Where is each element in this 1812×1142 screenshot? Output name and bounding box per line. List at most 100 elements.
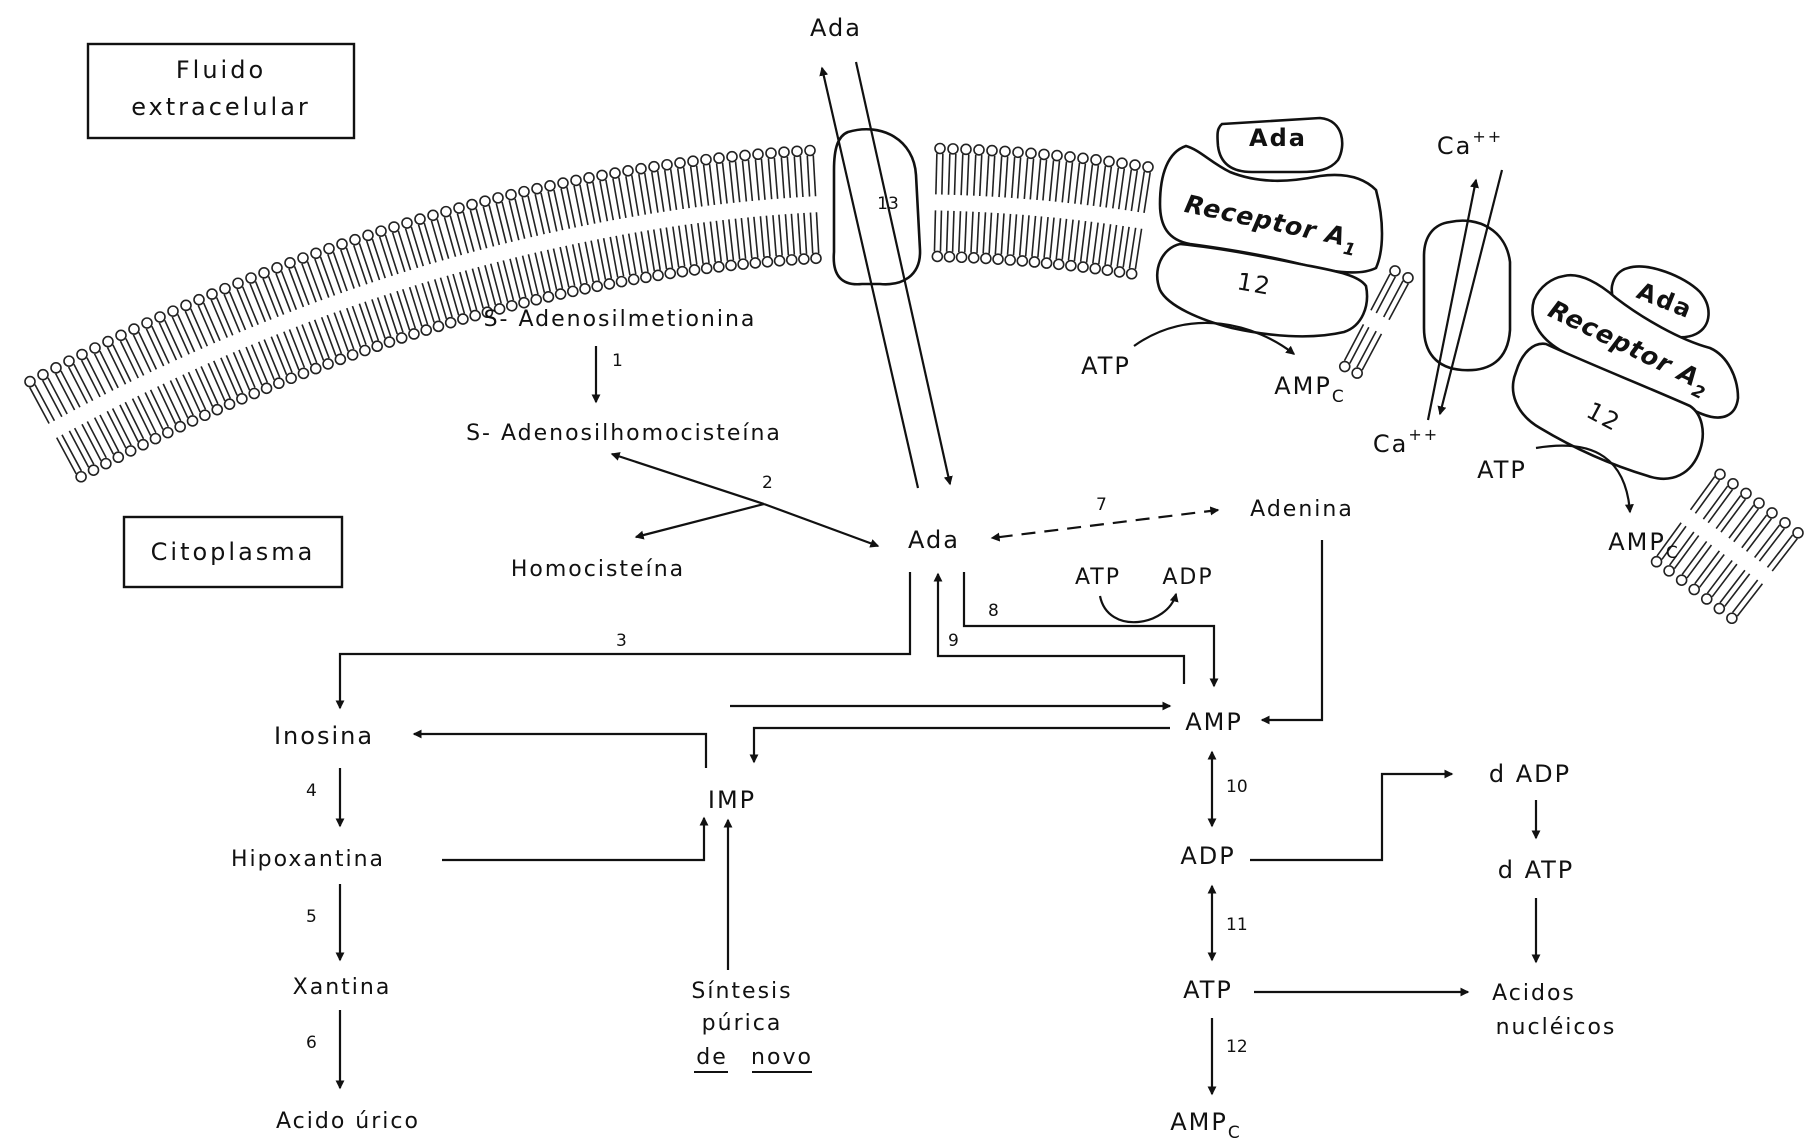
lipid-tail — [800, 156, 803, 197]
lipid-tail — [1099, 223, 1104, 264]
lipid-head — [168, 306, 178, 316]
lipid-head — [1715, 469, 1725, 479]
lipid-head — [389, 222, 399, 232]
lipid-head — [677, 267, 687, 277]
de-novo-novo: novo — [751, 1045, 813, 1070]
lipid-tail — [1725, 574, 1750, 607]
lipid-tail — [1050, 218, 1054, 259]
lipid-head — [1054, 259, 1064, 269]
lipid-tail — [940, 211, 941, 252]
lipid-head — [360, 345, 370, 355]
lipid-tail — [1759, 529, 1784, 562]
lipid-tail — [422, 283, 434, 322]
lipid-head — [246, 273, 256, 283]
lipid-tail — [673, 227, 679, 268]
lipid-tail — [1100, 166, 1105, 207]
lipid-tail — [1062, 219, 1066, 260]
lipid-head — [506, 190, 516, 200]
lipid-tail — [1093, 223, 1098, 264]
adenosine-core: Ada 7 Adenina — [908, 495, 1354, 554]
lipid-head — [623, 166, 633, 176]
lipid-head — [458, 314, 468, 324]
lipid-tail — [380, 237, 393, 276]
cytoplasm-box: Citoplasma — [124, 517, 342, 587]
lipid-head — [1117, 158, 1127, 168]
lipid-tail — [211, 300, 227, 338]
lipid-head — [428, 210, 438, 220]
lipid-head — [1390, 266, 1400, 276]
lipid-head — [470, 311, 480, 321]
lipid-head — [163, 428, 173, 438]
lipid-head — [311, 364, 321, 374]
lipid-tail — [1068, 162, 1072, 203]
lipid-tail — [992, 156, 994, 197]
adenine-to-amp-arrow — [1262, 540, 1322, 720]
lipid-head — [665, 268, 675, 278]
lipid-tail — [1138, 171, 1144, 212]
lipid-tail — [787, 157, 790, 198]
lipid-tail — [697, 166, 702, 207]
lipid-head — [237, 394, 247, 404]
lipid-head — [138, 440, 148, 450]
lipid-tail — [766, 216, 770, 257]
lipid-head — [532, 184, 542, 194]
lipid-tail — [1043, 160, 1047, 201]
lipid-tail — [761, 159, 765, 200]
amp-label: AMP — [1185, 708, 1243, 736]
lipid-head — [799, 254, 809, 264]
lipid-tail — [632, 175, 639, 215]
lipid-head — [580, 284, 590, 294]
uric-acid-label: Acido úrico — [276, 1109, 420, 1134]
lipid-head — [558, 178, 568, 188]
lipid-tail — [1144, 172, 1150, 213]
deoxy-branch: d ADP d ATP Acidos nucléicos — [1250, 760, 1616, 1040]
lipid-tail — [237, 289, 253, 327]
lipid-head — [421, 325, 431, 335]
lipid-tail — [1032, 216, 1036, 257]
lipid-tail — [704, 165, 709, 206]
calcium-channel — [1424, 221, 1510, 371]
lipid-tail — [1695, 480, 1719, 513]
receptor-a1-effector: 12 — [1235, 267, 1274, 301]
lipid-tail — [616, 236, 623, 276]
lipid-tail — [635, 232, 642, 272]
lipid-tail — [710, 164, 715, 205]
lipid-tail — [352, 306, 366, 345]
lipid-tail — [428, 281, 440, 320]
lipid-head — [636, 164, 646, 174]
lipid-head — [750, 258, 760, 268]
adenine-label: Adenina — [1250, 497, 1354, 522]
lipid-tail — [948, 154, 949, 195]
lipid-tail — [1106, 167, 1111, 208]
lipid-head — [702, 263, 712, 273]
lipid-head — [274, 378, 284, 388]
lipid-tail — [327, 315, 341, 353]
lipid-tail — [760, 216, 764, 257]
lipid-head — [592, 281, 602, 291]
lipid-tail — [671, 169, 677, 210]
lipid-tail — [334, 313, 348, 352]
lipid-head — [935, 143, 945, 153]
lipid-tail — [333, 252, 347, 291]
receptor-a1-ligand: Ada — [1249, 124, 1307, 152]
lipid-head — [775, 256, 785, 266]
sam-label: S- Adenosilmetionina — [484, 307, 757, 332]
lipid-tail — [723, 163, 728, 204]
lipid-head — [1013, 147, 1023, 157]
lipid-tail — [610, 237, 617, 277]
lipid-head — [150, 434, 160, 444]
lipid-head — [90, 343, 100, 353]
lipid-tail — [282, 271, 297, 309]
lipid-tail — [397, 291, 410, 330]
lipid-tail — [1024, 158, 1027, 199]
lipid-tail — [243, 287, 259, 325]
lipid-tail — [679, 226, 685, 267]
lipid-tail — [1712, 564, 1737, 597]
lipid-head — [298, 368, 308, 378]
lipid-tail — [658, 171, 664, 212]
enzyme-4: 4 — [306, 781, 317, 801]
lipid-tail — [704, 222, 709, 263]
lipid-head — [129, 324, 139, 334]
lipid-tail — [730, 162, 734, 203]
lipid-head — [1029, 257, 1039, 267]
